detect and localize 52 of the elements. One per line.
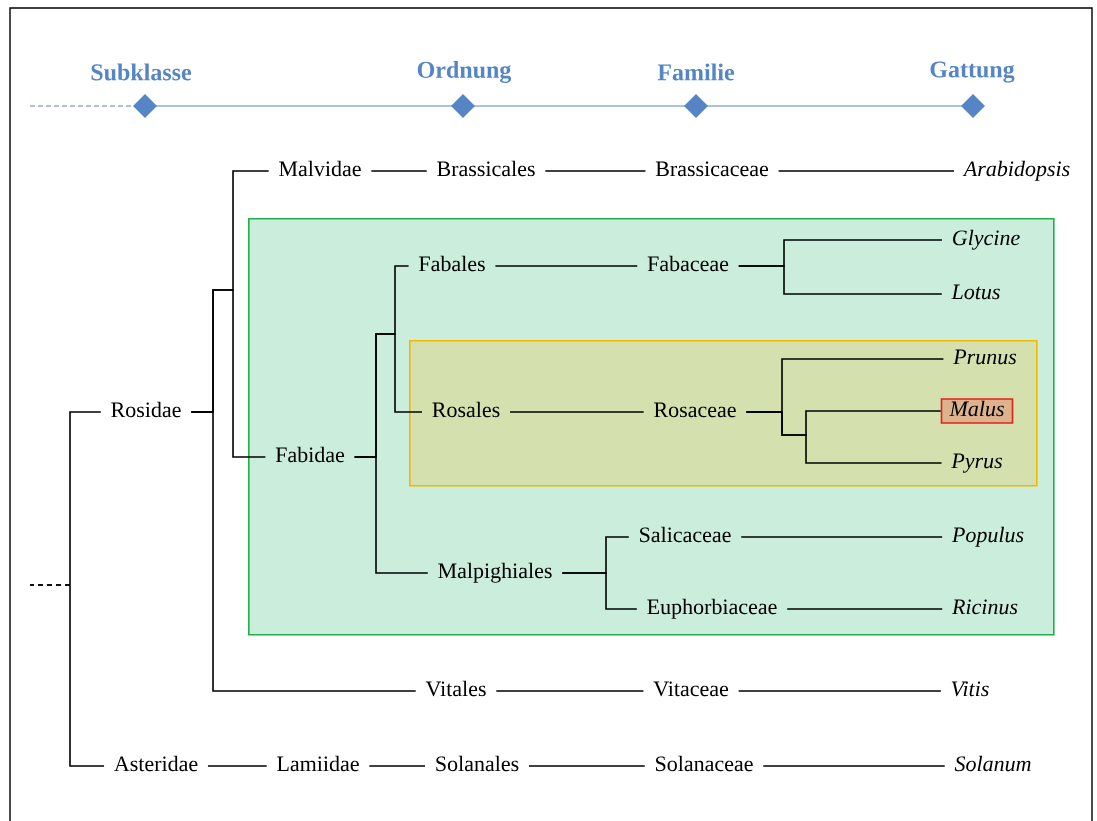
taxon-label: Vitales: [425, 680, 486, 697]
clade-box: [409, 340, 1038, 487]
rank-heading: Ordnung: [417, 61, 512, 83]
taxon-label: Solanaceae: [656, 755, 753, 772]
taxon-label: Pyrus: [951, 453, 1002, 473]
taxon-label: Arabidopsis: [962, 160, 1070, 181]
rank-heading: Familie: [657, 63, 735, 81]
taxon-label: Malvidae: [279, 160, 361, 177]
tree-branch: [737, 265, 943, 295]
taxon-label: Asteridae: [114, 755, 198, 772]
taxon-label: Ricinus: [951, 599, 1018, 615]
taxon-label: Fabaceae: [647, 255, 729, 272]
taxon-label: Rosidae: [111, 401, 181, 418]
taxon-label: Rosales: [432, 401, 500, 418]
tree-branch: [509, 411, 645, 413]
taxon-label: Vitaceae: [653, 681, 729, 697]
taxon-label: Rosaceae: [654, 402, 736, 418]
tree-branch: [777, 170, 955, 172]
taxon-label: Solanum: [954, 755, 1031, 772]
tree-branch: [786, 608, 943, 610]
tree-branch: [370, 170, 428, 172]
tree-branch: [494, 265, 639, 267]
taxon-label: Euphorbiaceae: [647, 598, 777, 619]
taxon-label: Brassicaceae: [655, 161, 769, 177]
highlight-box: Malus: [940, 398, 1014, 424]
tree-branch: [495, 690, 645, 692]
tree-branch: [544, 170, 647, 172]
tree-branch: [737, 690, 942, 692]
taxon-label: Fabidae: [275, 446, 345, 463]
taxon-label: Prunus: [953, 349, 1017, 365]
tree-branch: [561, 572, 638, 610]
taxon-label: Vitis: [951, 681, 989, 697]
taxon-label: Solanales: [436, 755, 519, 772]
tree-branch: [353, 456, 429, 574]
taxon-label: Lamiidae: [277, 755, 359, 772]
tree-branch: [190, 411, 417, 692]
rank-heading: Gattung: [930, 61, 1015, 83]
taxon-label: Populus: [951, 526, 1024, 547]
taxon-label: Salicaceae: [640, 526, 731, 543]
taxon-label: Glycine: [953, 229, 1020, 250]
taxon-label: Lotus: [951, 284, 1000, 300]
tree-branch: [745, 411, 943, 464]
rank-heading: Subklasse: [91, 63, 192, 81]
tree-branch: [528, 765, 646, 767]
tree-branch: [29, 584, 105, 767]
tree-branch: [762, 765, 946, 767]
tree-branch: [368, 765, 426, 767]
tree-branch: [740, 536, 943, 538]
taxon-label: Malpighiales: [438, 562, 552, 583]
taxon-label: Brassicales: [437, 160, 535, 177]
tree-branch: [207, 765, 268, 767]
taxon-label: Fabales: [419, 255, 485, 272]
